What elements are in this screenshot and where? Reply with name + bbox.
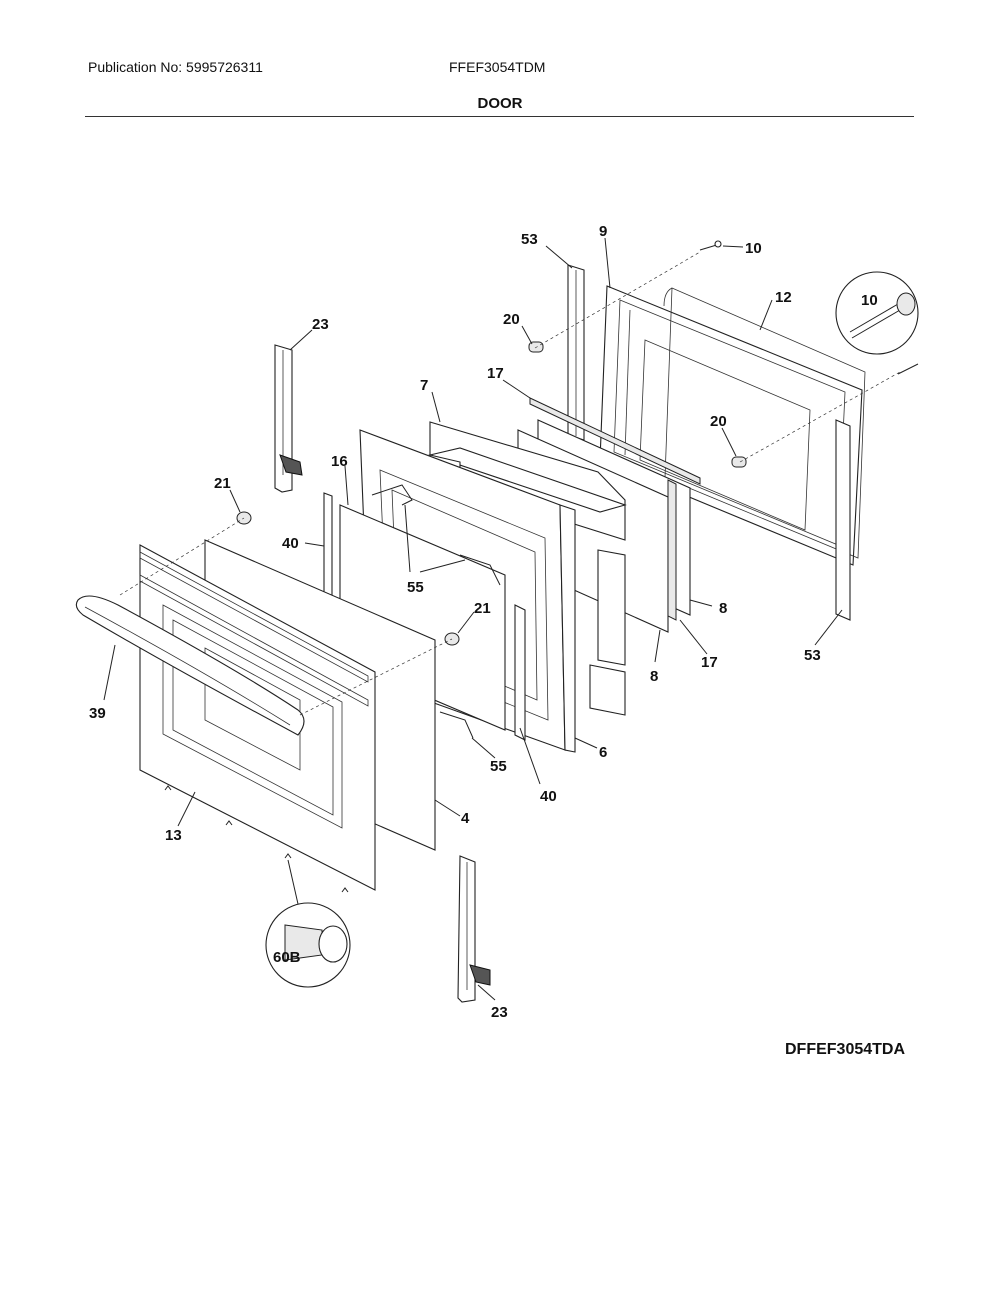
- callout-40-bottom: 40: [540, 788, 557, 805]
- model-number: FFEF3054TDM: [449, 59, 546, 75]
- callout-17-top: 17: [487, 365, 504, 382]
- diagram-code: DFFEF3054TDA: [785, 1041, 906, 1058]
- callout-23-top: 23: [312, 316, 329, 333]
- part-spacer-20a: [528, 341, 544, 353]
- part-hinge-top: [274, 344, 303, 493]
- part-screw-10: [699, 240, 919, 375]
- callout-20-top: 20: [503, 311, 520, 328]
- part-side-channel: [567, 264, 851, 621]
- callout-13: 13: [165, 827, 182, 844]
- callout-20-mid: 20: [710, 413, 727, 430]
- callout-39: 39: [89, 705, 106, 722]
- part-rear-panel: [599, 285, 863, 566]
- header-rule: [85, 116, 914, 117]
- callout-23-bottom: 23: [491, 1004, 508, 1021]
- callout-53-bottom: 53: [804, 647, 821, 664]
- callout-7: 7: [420, 377, 428, 394]
- callout-16: 16: [331, 453, 348, 470]
- callout-40-top: 40: [282, 535, 299, 552]
- callout-53-top: 53: [521, 231, 538, 248]
- callout-12: 12: [775, 289, 792, 306]
- leader-lines: [103, 237, 843, 1001]
- part-hinge-bottom: [457, 855, 491, 1003]
- part-door-front: [139, 544, 376, 891]
- callout-60b: 60B: [273, 949, 301, 966]
- detail-screw-10: [835, 271, 919, 355]
- callout-17-bottom: 17: [701, 654, 718, 671]
- callout-4: 4: [461, 810, 470, 827]
- callout-10-screw: 10: [745, 240, 762, 257]
- callout-8-right: 8: [719, 600, 727, 617]
- callout-55-top: 55: [407, 579, 424, 596]
- callout-6: 6: [599, 744, 607, 761]
- part-screw-60b-set: [164, 785, 349, 893]
- part-clip-55: [371, 484, 501, 739]
- part-gasket-17: [529, 397, 701, 621]
- callout-55-bottom: 55: [490, 758, 507, 775]
- publication-number: Publication No: 5995726311: [88, 59, 263, 75]
- part-insulation-wrap: [663, 287, 866, 559]
- callout-10-detail: 10: [861, 292, 878, 309]
- section-title: DOOR: [477, 95, 523, 112]
- callout-21-mid: 21: [474, 600, 491, 617]
- callout-8-bottom: 8: [650, 668, 658, 685]
- callout-labels: 53 9 10 12 10 20 20 23 7 17 16 21 40 55 …: [89, 223, 878, 1021]
- callout-9: 9: [599, 223, 607, 240]
- part-handle: [75, 595, 305, 736]
- callout-21-top: 21: [214, 475, 231, 492]
- alignment-lines: [119, 251, 901, 716]
- detail-screw-60b: [265, 859, 351, 988]
- part-spacer-20b: [731, 456, 747, 468]
